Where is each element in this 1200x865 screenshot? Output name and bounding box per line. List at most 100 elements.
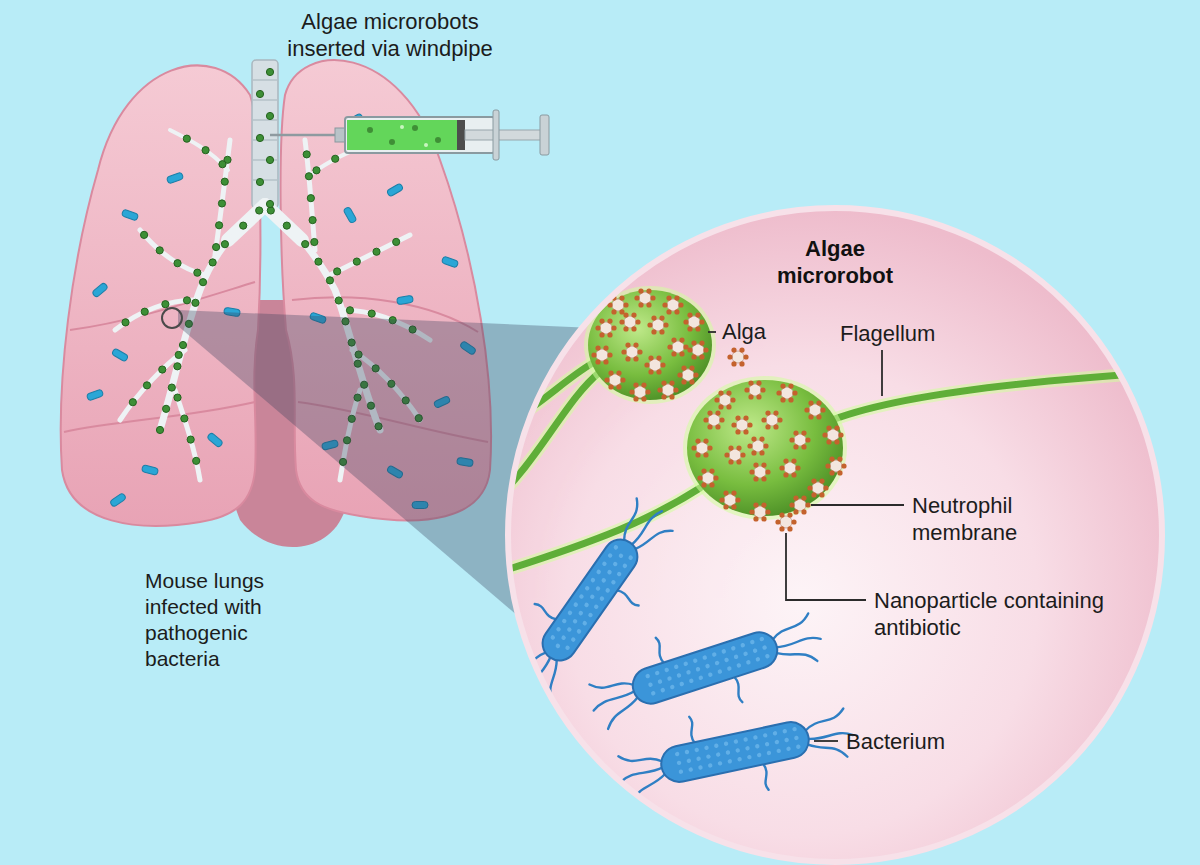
pilus: [732, 676, 744, 703]
bacterium-texture: [587, 612, 593, 618]
membrane-dot: [695, 312, 700, 317]
membrane-dot: [808, 400, 813, 405]
bacterium-texture: [772, 731, 777, 736]
membrane-dot: [709, 482, 714, 487]
bacterium-icon: [166, 172, 183, 184]
bacterium-texture: [572, 618, 578, 624]
membrane-dot: [779, 512, 784, 517]
membrane-dot: [678, 302, 683, 307]
membrane-dot: [736, 445, 741, 450]
bacterium-texture: [747, 755, 752, 760]
bacterium-texture: [601, 577, 607, 583]
membrane-dot: [751, 450, 756, 455]
bacterium-texture: [755, 656, 761, 662]
membrane-dot: [703, 417, 708, 422]
bacterium-texture: [740, 642, 746, 648]
membrane-dot: [631, 312, 636, 317]
membrane-dot: [679, 351, 684, 356]
membrane-dot: [695, 452, 700, 457]
membrane-dot: [761, 476, 766, 481]
pilus: [687, 716, 696, 743]
membrane-dot: [660, 362, 665, 367]
membrane-dot: [667, 344, 672, 349]
pilus: [534, 603, 558, 621]
bacterium-texture: [706, 754, 711, 759]
pilus: [768, 613, 812, 639]
membrane-dot: [728, 445, 733, 450]
bacterium-texture: [759, 636, 765, 642]
nanoparticle-core: [702, 472, 714, 484]
membrane-dot: [816, 414, 821, 419]
membrane-dot: [761, 502, 766, 507]
pilus: [613, 498, 649, 540]
microrobot-dot: [240, 222, 247, 229]
membrane-dot: [753, 516, 758, 521]
pilus: [592, 691, 638, 711]
bacterium-texture: [688, 767, 693, 772]
bacterium-texture: [755, 744, 760, 749]
nanoparticle-core: [667, 299, 679, 311]
bacterium-texture: [675, 751, 680, 756]
nanoparticle: [677, 365, 698, 384]
membrane-dot: [791, 519, 796, 524]
nanoparticle-core: [766, 414, 778, 426]
membrane-dot: [718, 404, 723, 409]
bacterium-texture: [555, 626, 561, 632]
membrane-dot: [644, 362, 649, 367]
microrobot-dot: [266, 112, 273, 119]
microrobot-dot: [159, 366, 166, 373]
bacterium-texture: [657, 679, 663, 685]
membrane-dot: [683, 319, 688, 324]
membrane-dot: [748, 380, 753, 385]
nanoparticle: [703, 410, 724, 429]
membrane-dot: [701, 482, 706, 487]
membrane-dot: [773, 424, 778, 429]
membrane-dot: [623, 312, 628, 317]
membrane-dot: [719, 417, 724, 422]
membrane-dot: [662, 302, 667, 307]
bacteria: [489, 482, 860, 820]
microrobot-dot: [175, 351, 182, 358]
membrane-dot: [699, 319, 704, 324]
microrobot-dot: [174, 260, 181, 267]
membrane-dot: [825, 463, 830, 468]
membrane-dot: [603, 359, 608, 364]
bacterium-texture: [601, 561, 607, 567]
membrane-dot: [697, 475, 702, 480]
membrane-dot: [695, 438, 700, 443]
membrane-dot: [687, 312, 692, 317]
microrobot-dot: [193, 457, 200, 464]
nanoparticle-core: [809, 404, 821, 416]
microrobot-dot: [315, 258, 322, 265]
nanoparticle: [749, 462, 770, 481]
nanoparticle-core: [827, 429, 839, 441]
membrane-dot: [623, 326, 628, 331]
bacterium-texture: [648, 682, 654, 688]
membrane-dot: [780, 383, 785, 388]
alga-bodies: [584, 286, 847, 520]
membrane-dot: [765, 410, 770, 415]
pilus: [808, 737, 847, 764]
left-lung: [61, 65, 261, 525]
membrane-dot: [740, 452, 745, 457]
bacterium-texture: [599, 596, 605, 602]
membrane-dot: [765, 424, 770, 429]
pilus: [654, 637, 666, 664]
nanoparticle: [647, 315, 668, 334]
nanoparticle-core: [649, 359, 661, 371]
microrobot-dot: [162, 405, 169, 412]
membrane-dot: [731, 490, 736, 495]
membrane-dot: [689, 365, 694, 370]
pilus: [802, 709, 846, 731]
microrobot-dot: [219, 161, 226, 168]
membrane-dot: [753, 462, 758, 467]
nanoparticle-core: [749, 384, 761, 396]
nanoparticle: [779, 458, 800, 477]
membrane-dot: [726, 390, 731, 395]
membrane-dot: [779, 465, 784, 470]
membrane-dot: [792, 390, 797, 395]
bacterium-texture: [628, 555, 634, 561]
microrobot-dot: [194, 269, 201, 276]
membrane-dot: [793, 430, 798, 435]
bacterium-texture: [664, 667, 670, 673]
